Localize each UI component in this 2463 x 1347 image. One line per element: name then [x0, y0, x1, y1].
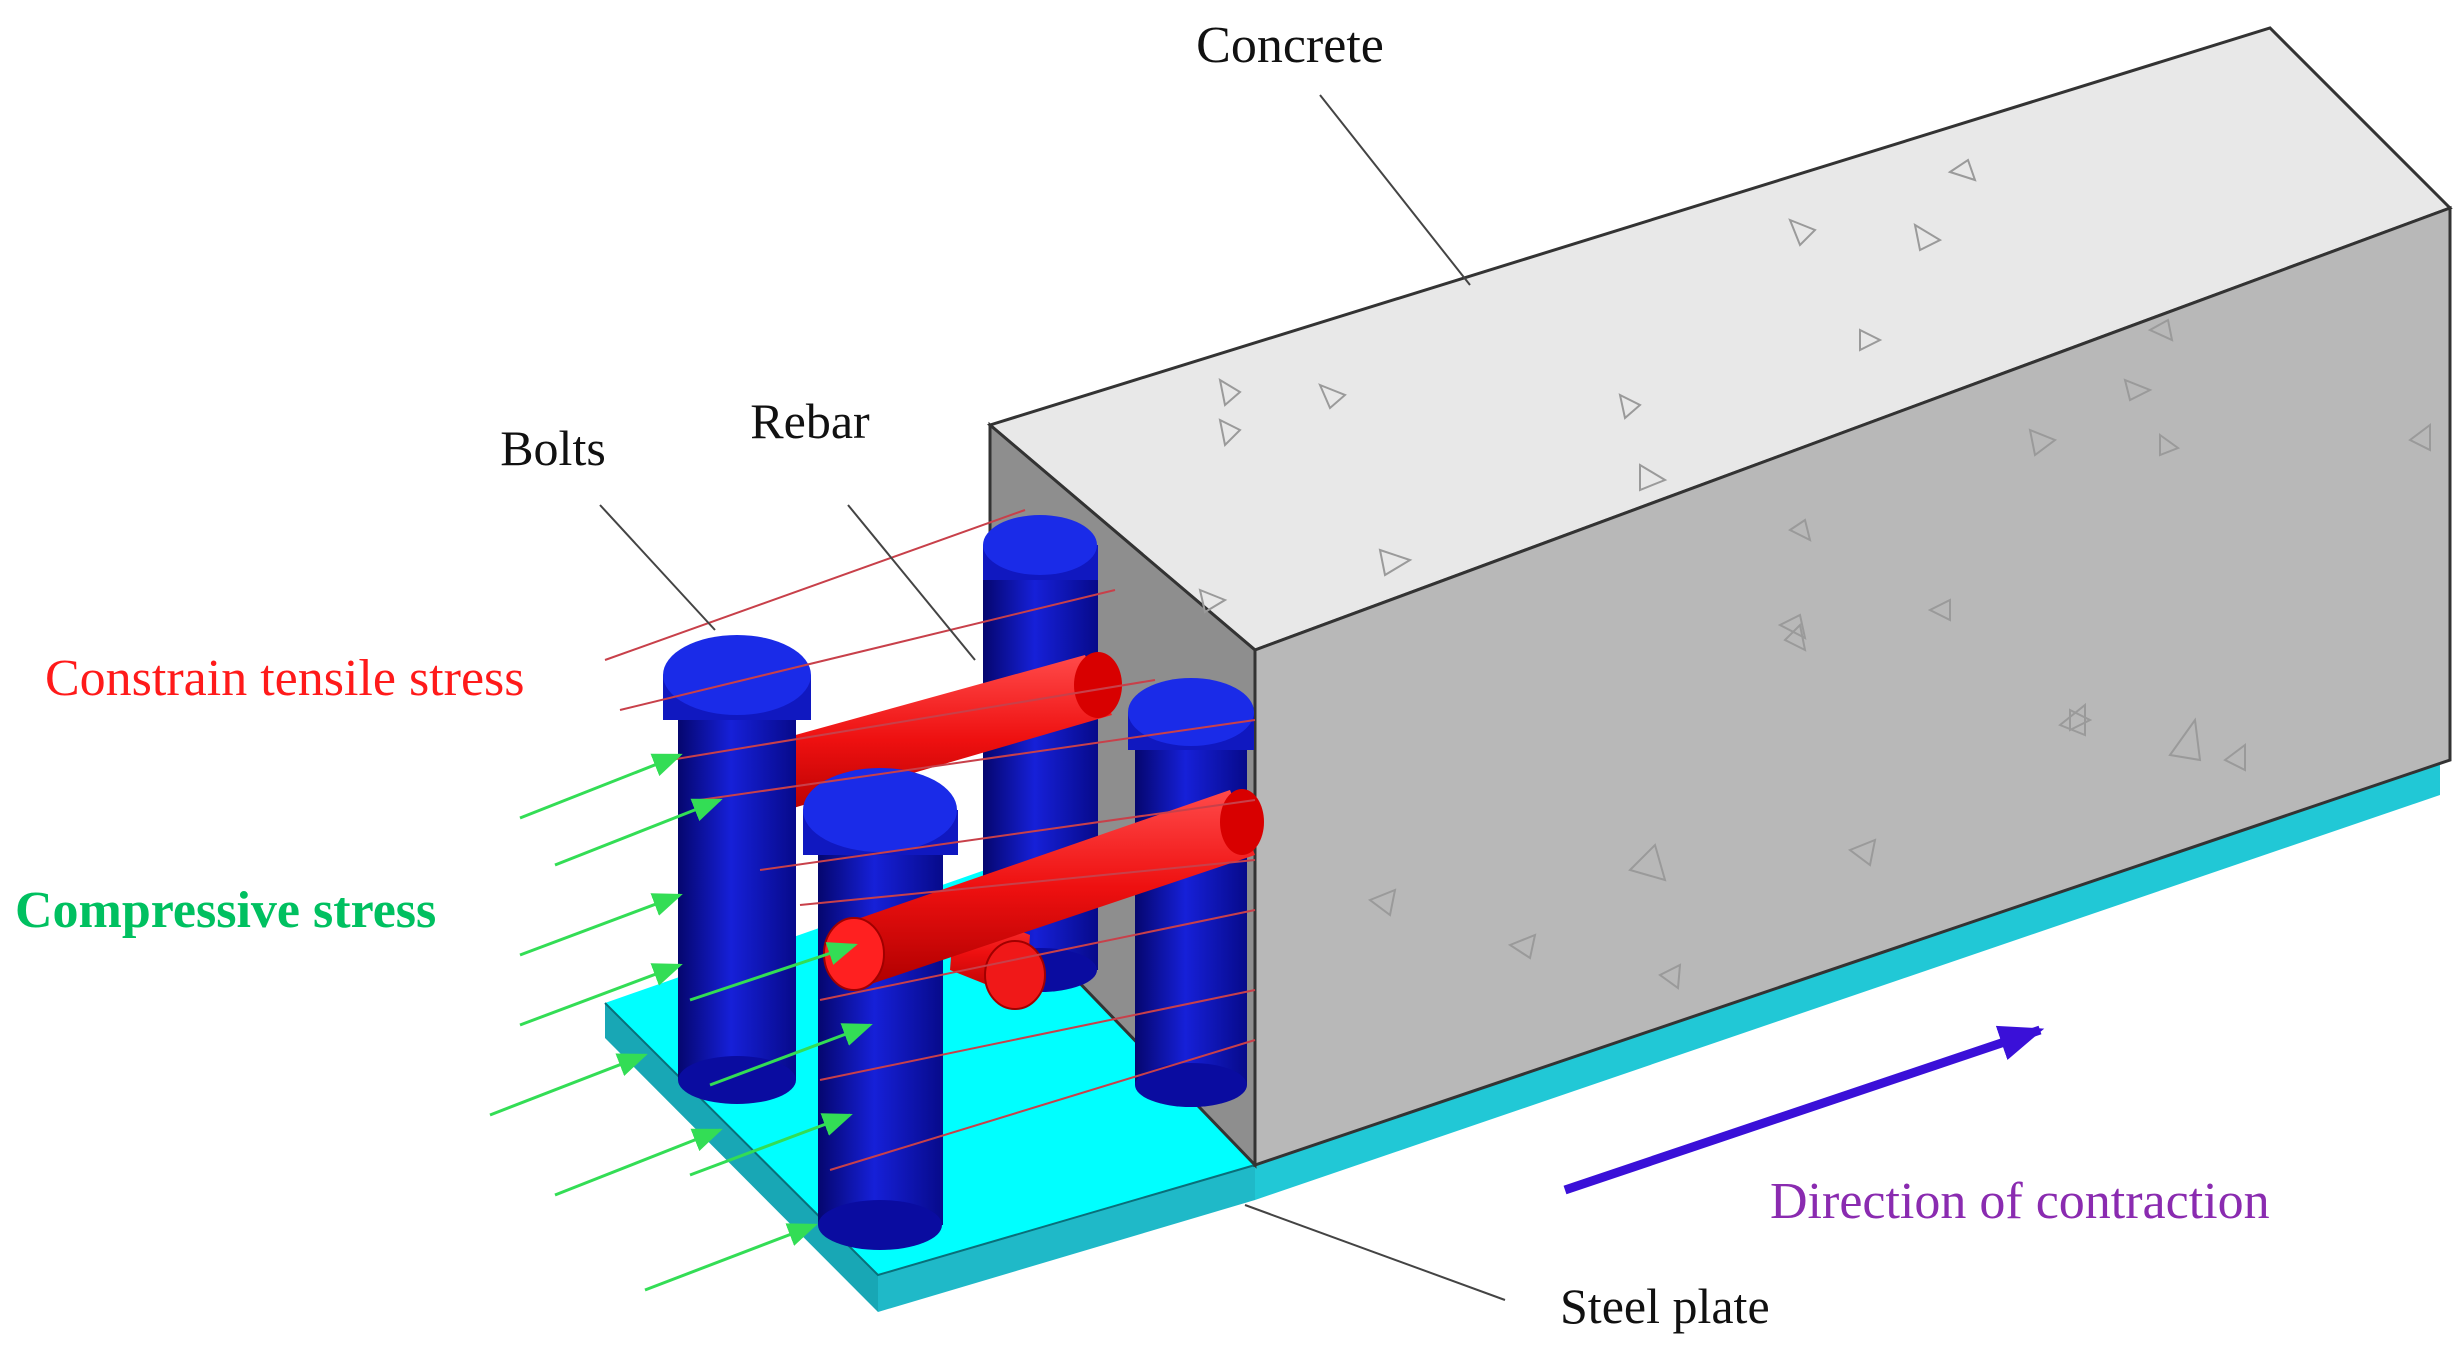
compressive-arrows — [489, 753, 873, 1292]
compressive-arrow — [519, 963, 683, 1027]
compressive-arrow — [554, 798, 723, 867]
bolt-front-left — [663, 635, 811, 1104]
aggregate-marks — [1198, 158, 2431, 990]
label-rebar: Rebar — [750, 393, 870, 449]
leader-bolts — [599, 504, 716, 631]
steel-plate-front-edge — [878, 1165, 1255, 1312]
bolt-front-right — [803, 768, 958, 1250]
direction-arrow — [1563, 1025, 2045, 1195]
label-compressive-stress: Compressive stress — [15, 882, 436, 939]
label-concrete: Concrete — [1196, 17, 1384, 74]
label-tensile-stress: Constrain tensile stress — [45, 650, 525, 707]
leader-steel-plate — [1244, 1204, 1506, 1301]
steel-plate-strip — [1255, 760, 2440, 1200]
label-direction-of-contraction: Direction of contraction — [1770, 1173, 2270, 1230]
compressive-arrow — [519, 753, 683, 820]
label-bolts: Bolts — [500, 420, 606, 476]
leader-concrete — [1319, 94, 1471, 286]
compressive-arrow — [554, 1128, 723, 1197]
compressive-arrow — [489, 1053, 648, 1117]
bolt-back-right — [1128, 678, 1254, 1107]
compressive-arrow — [689, 942, 858, 1002]
compressive-arrow — [709, 1023, 873, 1087]
compressive-arrow — [519, 893, 683, 957]
label-steel-plate: Steel plate — [1560, 1278, 1770, 1334]
rebar-lower — [823, 789, 1264, 991]
bolt-cap — [803, 768, 957, 852]
leader-lines — [599, 94, 1506, 1301]
tensile-stress-lines — [604, 509, 1256, 1171]
compressive-arrow — [689, 1113, 853, 1177]
bolt-cap — [1128, 678, 1254, 746]
bolt-cap — [983, 515, 1097, 575]
compressive-arrow — [644, 1223, 818, 1292]
bolt-cap — [663, 635, 811, 715]
leader-rebar — [847, 504, 976, 661]
